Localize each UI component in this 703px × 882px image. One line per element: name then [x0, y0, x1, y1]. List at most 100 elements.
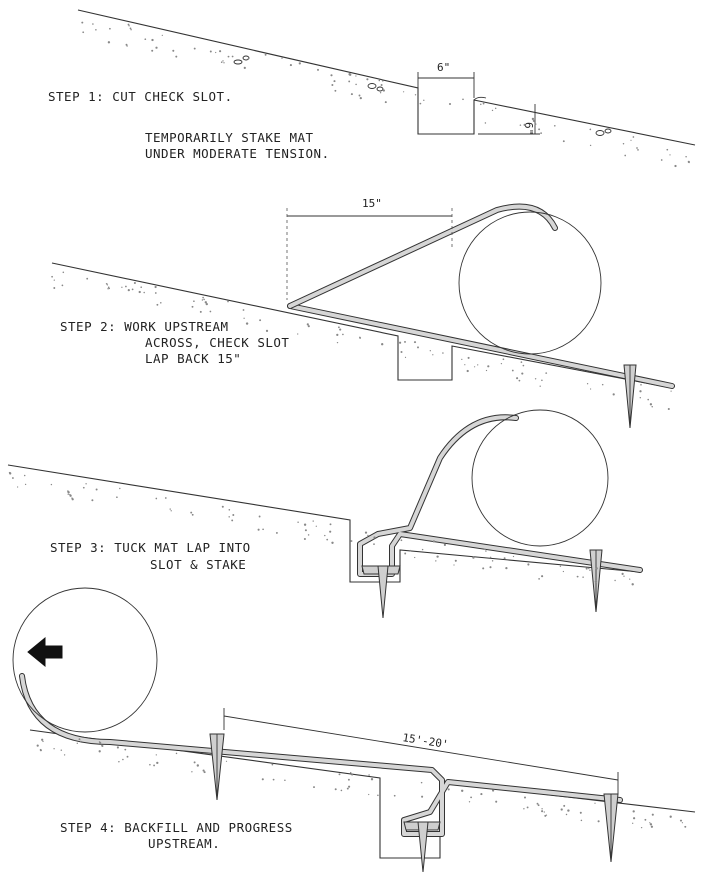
soil-dot	[537, 804, 540, 807]
soil-dot	[545, 814, 548, 816]
soil-dot	[595, 567, 598, 570]
soil-dot	[470, 796, 473, 799]
soil-dot	[637, 149, 639, 151]
soil-dot	[247, 57, 250, 60]
soil-dot	[670, 390, 672, 392]
step4-label-line2: UPSTREAM.	[148, 836, 220, 851]
soil-dot	[464, 364, 466, 366]
step2-stake	[623, 364, 637, 429]
soil-dot	[586, 383, 589, 385]
soil-dot	[116, 496, 118, 499]
soil-dot	[523, 808, 525, 810]
soil-dot	[36, 744, 39, 747]
soil-dot	[651, 813, 654, 816]
soil-dot	[519, 124, 522, 126]
upstream-arrow-icon	[27, 636, 63, 668]
soil-dot	[53, 279, 55, 281]
soil-dot	[590, 388, 592, 390]
soil-dot	[576, 575, 579, 578]
soil-dot	[196, 764, 199, 767]
soil-dot	[461, 358, 463, 361]
soil-dot	[355, 75, 357, 77]
soil-dot	[639, 390, 642, 393]
soil-dot	[589, 128, 592, 131]
soil-dot	[594, 580, 598, 583]
soil-dot	[82, 486, 85, 489]
soil-dot	[631, 583, 634, 586]
soil-dot	[666, 148, 669, 151]
soil-dot	[303, 537, 306, 541]
soil-dot	[538, 128, 541, 131]
soil-dot	[271, 763, 274, 766]
soil-dot	[473, 366, 476, 368]
step3-label-line1: STEP 3: TUCK MAT LAP INTO	[50, 540, 251, 555]
soil-dot	[541, 575, 544, 578]
soil-dot	[129, 27, 132, 30]
soil-dot	[153, 764, 156, 767]
soil-dot	[155, 497, 158, 500]
soil-dot	[442, 352, 444, 354]
soil-dot	[16, 486, 19, 488]
soil-dot	[298, 62, 301, 65]
soil-dot	[379, 92, 382, 94]
soil-dot	[313, 786, 315, 789]
soil-dot	[95, 29, 97, 31]
soil-dot	[231, 55, 234, 58]
soil-dot	[297, 521, 299, 523]
soil-dot	[324, 534, 326, 537]
soil-dot	[503, 557, 506, 560]
soil-dot	[489, 556, 492, 559]
soil-dot	[378, 79, 381, 82]
soil-dot	[630, 139, 632, 141]
soil-dot	[304, 529, 307, 532]
soil-dot	[448, 102, 452, 106]
soil-dot	[116, 746, 119, 749]
soil-dot	[222, 60, 224, 62]
soil-dot	[485, 369, 488, 372]
soil-dot	[170, 510, 172, 512]
step4-label-line1: STEP 4: BACKFILL AND PROGRESS	[60, 820, 293, 835]
soil-dot	[190, 511, 193, 514]
soil-dot	[331, 541, 334, 544]
soil-dot	[338, 773, 341, 776]
soil-dot	[443, 543, 447, 547]
step3-mat-roll	[471, 409, 609, 547]
soil-dot	[480, 793, 483, 796]
soil-dot	[99, 741, 102, 744]
soil-dot	[432, 540, 436, 543]
soil-dot	[101, 744, 104, 748]
soil-dot	[259, 319, 262, 322]
step1-depth-label: 6"	[522, 122, 535, 135]
soil-dot	[364, 531, 368, 534]
soil-dot	[243, 66, 246, 70]
step2-lap-label: 15"	[362, 197, 382, 210]
soil-dot	[400, 350, 403, 354]
soil-dot	[523, 796, 527, 799]
soil-dot	[368, 774, 370, 776]
soil-dot	[409, 549, 412, 552]
soil-dot	[203, 298, 205, 301]
soil-dot	[404, 552, 407, 555]
soil-dot	[154, 285, 157, 289]
soil-dot	[523, 123, 526, 127]
soil-dot	[435, 560, 437, 562]
soil-dot	[432, 354, 434, 356]
soil-dot	[500, 362, 503, 365]
soil-dot	[423, 99, 425, 102]
soil-dot	[381, 343, 384, 346]
soil-dot	[333, 80, 336, 83]
soil-dot	[191, 305, 194, 308]
soil-dot	[348, 80, 351, 83]
soil-dot	[81, 21, 84, 24]
step1-width-label: 6"	[437, 61, 450, 74]
step1-note-line1: TEMPORARILY STAKE MAT	[145, 130, 314, 145]
soil-dot	[647, 398, 649, 401]
soil-dot	[164, 497, 167, 499]
soil-dot	[484, 548, 486, 551]
soil-dot	[125, 43, 128, 46]
soil-dot	[334, 89, 337, 92]
soil-dot	[534, 378, 537, 380]
step4-spacing-label: 15'-20'	[402, 731, 450, 751]
soil-dot	[491, 789, 495, 792]
soil-dot	[589, 144, 592, 147]
